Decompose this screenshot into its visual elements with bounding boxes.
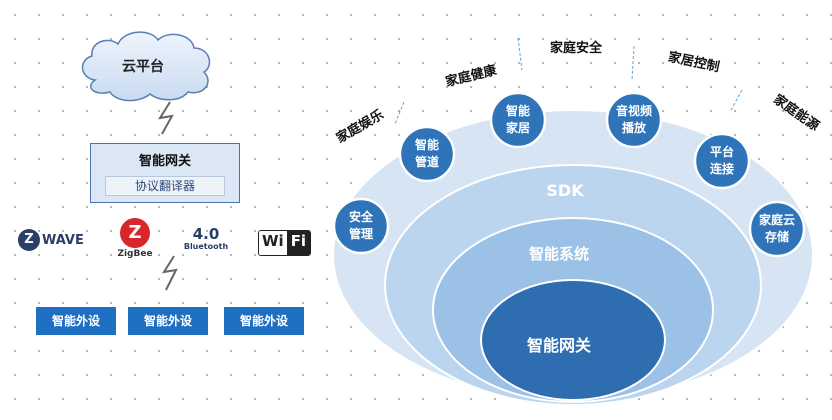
module-label: 家居 <box>506 120 530 135</box>
bluetooth-version: 4.0 <box>192 225 220 243</box>
module-label: 音视频 <box>616 103 652 118</box>
wifi-text-right: Fi <box>286 231 311 255</box>
gateway-title: 智能网关 <box>138 154 191 169</box>
gateway-box: 智能网关 协议翻译器 <box>90 143 240 203</box>
peripheral-box-2: 智能外设 <box>128 307 208 335</box>
peripheral-box-3: 智能外设 <box>224 307 304 335</box>
module-label: 平台 <box>710 144 734 159</box>
module-label: 存储 <box>764 229 789 244</box>
module-label: 智能 <box>414 137 439 152</box>
wifi-logo: Wi Fi <box>258 230 312 256</box>
service-label-energy: 家庭能源 <box>770 91 822 134</box>
module-label: 智能 <box>505 103 530 118</box>
module-label: 安全 <box>349 209 374 224</box>
service-label-entertainment: 家庭娱乐 <box>333 107 386 147</box>
bluetooth-text: Bluetooth <box>183 242 229 251</box>
zigbee-logo: Z ZigBee <box>113 218 157 259</box>
peripheral-box-1: 智能外设 <box>36 307 116 335</box>
bluetooth-logo: 4.0 Bluetooth <box>180 226 232 251</box>
ring-label-system: 智能系统 <box>529 245 589 263</box>
separator-line <box>729 89 743 113</box>
module-cloud-storage: 家庭云 存储 <box>748 200 806 258</box>
module-pipeline: 智能 管道 <box>398 125 456 183</box>
zigbee-icon: Z <box>120 218 150 248</box>
cloud-platform-label: 云平台 <box>122 59 164 75</box>
separator-line <box>517 37 523 71</box>
ring-label-sdk: SDK <box>546 181 584 200</box>
ring-label-core: 智能网关 <box>527 336 591 355</box>
zwave-icon: Z <box>18 229 40 251</box>
zwave-logo: Z WAVE <box>18 228 84 252</box>
module-label: 家庭云 <box>759 212 795 227</box>
module-label: 管理 <box>349 226 373 241</box>
module-label: 连接 <box>710 161 734 176</box>
cloud-shape <box>81 31 211 102</box>
separator-line <box>394 101 405 125</box>
core-gateway <box>480 279 666 401</box>
module-label: 播放 <box>622 120 647 135</box>
module-label: 管道 <box>415 154 439 169</box>
lightning-icon-gateway <box>161 255 178 291</box>
module-av-playback: 音视频 播放 <box>605 91 663 149</box>
lightning-icon-cloud <box>157 101 174 135</box>
wifi-text-left: Wi <box>259 231 287 255</box>
module-home: 智能 家居 <box>489 91 547 149</box>
protocol-translator-label: 协议翻译器 <box>105 176 225 196</box>
service-label-security: 家庭安全 <box>550 40 603 56</box>
zwave-text: WAVE <box>42 232 84 248</box>
zigbee-text: ZigBee <box>117 249 153 259</box>
module-security: 安全 管理 <box>332 197 390 255</box>
module-platform: 平台 连接 <box>693 132 751 190</box>
separator-line <box>631 45 635 81</box>
service-label-control: 家居控制 <box>667 49 721 75</box>
service-label-health: 家庭健康 <box>444 62 499 90</box>
